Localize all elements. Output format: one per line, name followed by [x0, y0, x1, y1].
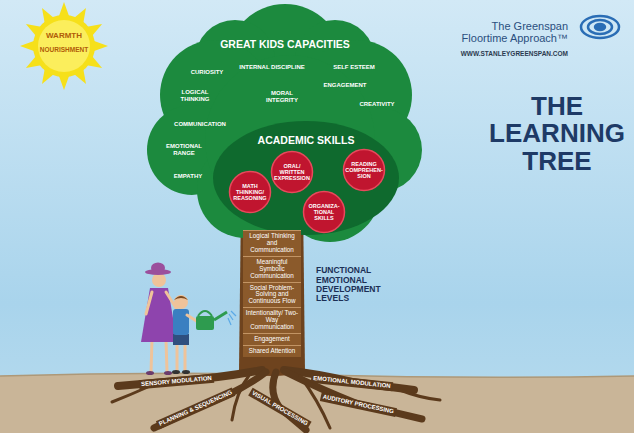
skill-text: ORGANIZA- TIONAL SKILLS	[305, 203, 343, 221]
capacity-text: CURIOSITY	[184, 69, 230, 76]
tree-canopy: GREAT KIDS CAPACITIES CURIOSITYINTERNAL D…	[140, 2, 430, 247]
level-text: Social Problem-Solving and Continuous Fl…	[245, 285, 299, 306]
side-label: FUNCTIONAL EMOTIONAL DEVELOPMENT LEVELS	[316, 266, 400, 303]
sun	[20, 2, 108, 90]
skill-text: MATH THINKING/ REASONING	[231, 183, 269, 201]
capacity-text: INTERNAL DISCIPLINE	[229, 64, 315, 71]
website-url: WWW.STANLEYGREENSPAN.COM	[446, 50, 568, 57]
capacity-text: SELF ESTEEM	[324, 64, 384, 71]
academic-region: ACADEMIC SKILLS ORAL/ WRITTEN EXPRESSION R…	[212, 120, 400, 236]
academic-heading: ACADEMIC SKILLS	[241, 135, 371, 147]
capacity-text: EMOTIONAL RANGE	[161, 143, 207, 156]
trunk-level: Shared Attention	[243, 345, 301, 357]
capacity-text: COMMUNICATION	[170, 121, 230, 128]
canopy-heading: GREAT KIDS CAPACITIES	[195, 39, 375, 51]
capacity-text: LOGICAL THINKING	[174, 89, 216, 102]
child-figure	[172, 295, 236, 374]
root-label: SENSORY MODULATION	[138, 373, 213, 388]
root-label: VISUAL PROCESSING	[249, 387, 312, 428]
tree-roots	[112, 370, 440, 430]
capacity-text: ENGAGEMENT	[317, 82, 373, 89]
root-label: PLANNING & SEQUENCING	[156, 387, 236, 429]
level-text: Engagement	[245, 336, 299, 343]
capacity-text: EMPATHY	[168, 173, 208, 180]
trunk-level: Logical Thinking and Communication	[243, 230, 301, 256]
ground	[0, 373, 634, 433]
logo-text: The Greenspan Floortime Approach™	[450, 20, 568, 44]
trunk-level: Engagement	[243, 333, 301, 345]
logo-icon	[581, 16, 619, 38]
trunk-level: Social Problem-Solving and Continuous Fl…	[243, 282, 301, 308]
sun-label: NOURISHMENT	[40, 46, 88, 53]
apple-skill: ORGANIZA- TIONAL SKILLS	[302, 190, 346, 234]
level-text: Shared Attention	[245, 348, 299, 355]
root-label: EMOTIONAL MODULATION	[311, 373, 393, 390]
trunk-level: Intentionality/ Two-Way Communication	[243, 307, 301, 333]
level-text: Logical Thinking and Communication	[245, 233, 299, 254]
level-text: Intentionality/ Two-Way Communication	[245, 310, 299, 331]
capacity-text: MORAL INTEGRITY	[259, 90, 305, 103]
skill-text: READING COMPREHEN- SION	[345, 161, 383, 179]
trunk-level: Meaningful Symbolic Communication	[243, 256, 301, 282]
page-title: THE LEARNING TREE	[486, 93, 628, 175]
apple-skill: READING COMPREHEN- SION	[342, 148, 386, 192]
capacity-text: CREATIVITY	[352, 101, 402, 108]
apple-skill: MATH THINKING/ REASONING	[228, 170, 272, 214]
root-label: AUDITORY PROCESSING	[320, 392, 397, 416]
apple-skill: ORAL/ WRITTEN EXPRESSION	[270, 150, 314, 194]
skill-text: ORAL/ WRITTEN EXPRESSION	[273, 163, 311, 181]
woman-figure	[141, 263, 178, 376]
level-text: Meaningful Symbolic Communication	[245, 259, 299, 280]
sun-label: WARMTH	[46, 32, 82, 41]
